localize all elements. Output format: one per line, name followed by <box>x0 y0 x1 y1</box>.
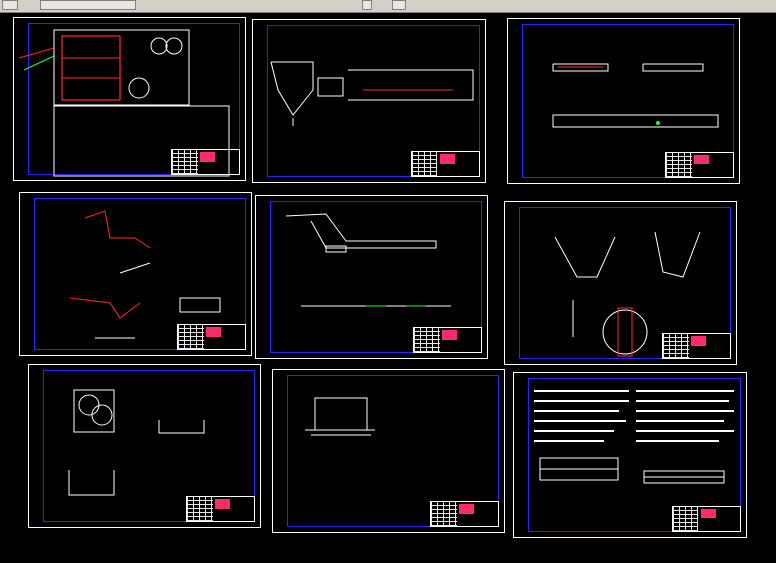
drawing-sheet[interactable] <box>19 192 252 356</box>
drawing-sheet[interactable] <box>272 369 505 533</box>
properties-icon[interactable] <box>392 0 406 10</box>
file-icon[interactable] <box>2 0 18 10</box>
drawing-content <box>285 213 451 307</box>
sheet-frame <box>518 206 732 360</box>
sheet-frame <box>27 22 241 176</box>
drawing-sheet[interactable] <box>255 195 488 359</box>
sheet-frame <box>521 23 735 179</box>
drawing-content <box>270 61 474 126</box>
sheet-frame <box>269 200 483 354</box>
drawing-content <box>554 231 701 357</box>
title-block <box>177 324 247 351</box>
drawing-sheet[interactable] <box>28 364 261 528</box>
drawing-content <box>552 63 719 128</box>
title-block <box>665 151 735 179</box>
title-block <box>186 496 256 523</box>
drawing-content <box>69 210 221 339</box>
title-block <box>430 501 500 528</box>
drawing-content <box>305 397 375 436</box>
title-block <box>662 333 732 360</box>
drawing-sheet[interactable] <box>513 372 747 538</box>
sheet-frame <box>33 197 247 351</box>
drawing-content <box>18 29 230 177</box>
sheet-frame <box>527 377 742 533</box>
title-block <box>410 151 481 178</box>
sheet-frame <box>42 369 256 523</box>
title-block <box>413 327 483 354</box>
top-toolbar <box>0 0 776 13</box>
sheet-frame <box>286 374 500 528</box>
drawing-sheet[interactable] <box>504 201 737 365</box>
drawing-content <box>534 390 734 484</box>
drawing-content <box>68 389 205 496</box>
drawing-sheet[interactable] <box>252 19 486 183</box>
drawing-canvas[interactable] <box>0 13 776 563</box>
title-block <box>671 505 742 533</box>
title-block <box>171 149 241 176</box>
zoom-icon[interactable] <box>362 0 372 10</box>
layer-dropdown[interactable] <box>40 0 136 10</box>
drawing-sheet[interactable] <box>507 18 740 184</box>
drawing-sheet[interactable] <box>13 17 246 181</box>
sheet-frame <box>266 24 481 178</box>
